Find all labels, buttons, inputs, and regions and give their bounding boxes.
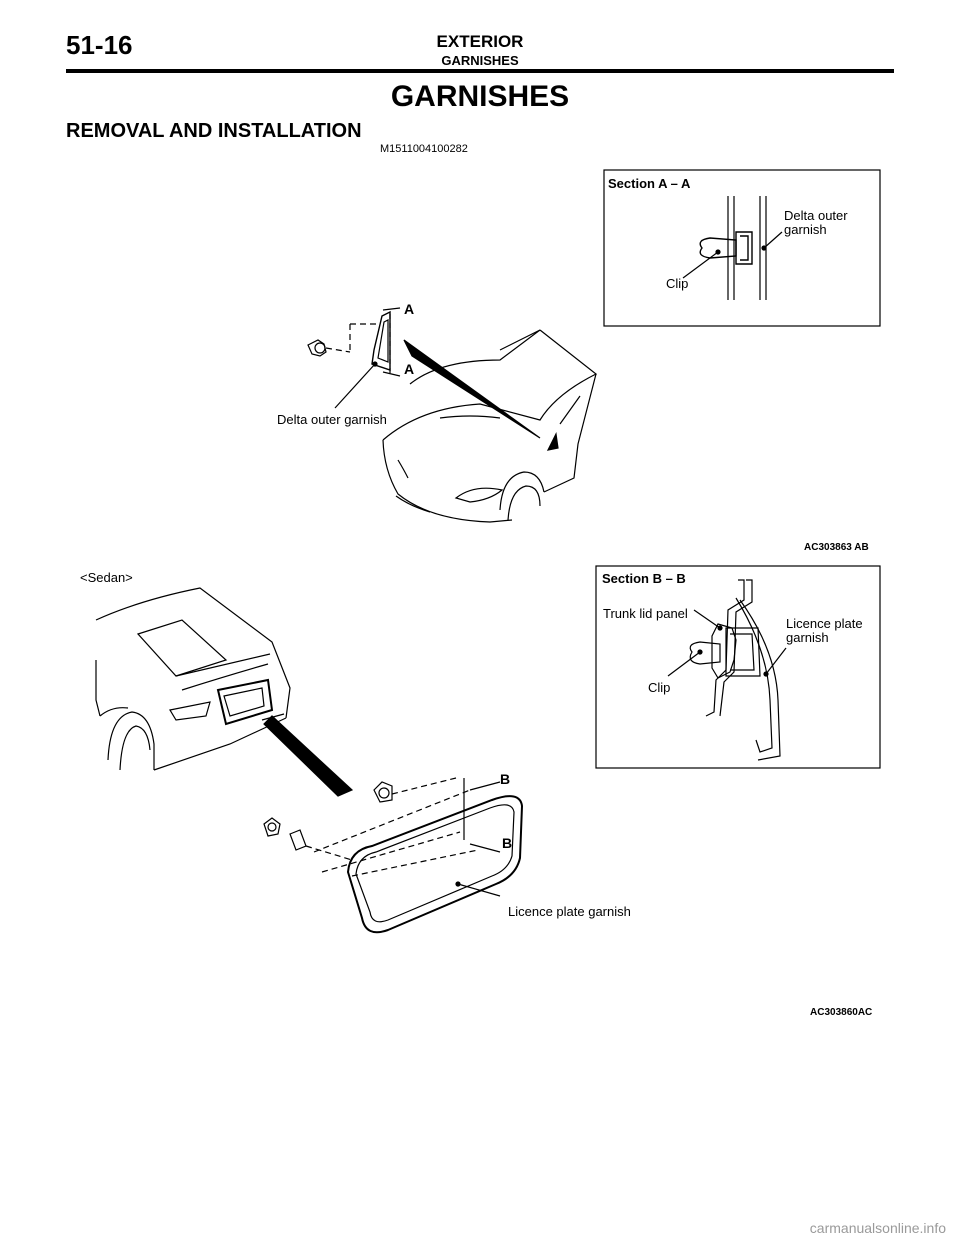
section-b-marker-bottom: B [502, 835, 512, 851]
figure-1 [307, 169, 881, 523]
figure-2-code: AC303860AC [810, 1007, 872, 1018]
section-a-garnish-label-2: garnish [784, 222, 827, 237]
section-b-detail [595, 565, 881, 769]
section-b-marker-top: B [500, 771, 510, 787]
section-title: EXTERIOR [436, 32, 524, 51]
delta-garnish-label: Delta outer garnish [277, 412, 387, 427]
page-number: 51-16 [66, 30, 133, 60]
car-front-view [382, 329, 598, 523]
section-a-detail [603, 169, 881, 327]
pointer-wedge-2 [263, 715, 354, 797]
section-b-title: Section B – B [602, 571, 686, 586]
section-a-marker-top: A [404, 301, 414, 317]
page-title: GARNISHES [390, 80, 570, 113]
trunk-lid-label: Trunk lid panel [603, 606, 688, 621]
licence-garnish-parts [263, 777, 524, 934]
procedure-title: REMOVAL AND INSTALLATION [66, 120, 362, 142]
car-rear-view [95, 587, 291, 771]
licence-garnish-label: Licence plate garnish [508, 904, 631, 919]
section-b-clip-label: Clip [648, 680, 670, 695]
section-a-marker-bottom: A [404, 361, 414, 377]
section-b-garnish-label-2: garnish [786, 630, 829, 645]
figure-1-code: AC303863 AB [804, 542, 869, 553]
figure-2 [95, 565, 881, 934]
section-a-garnish-label-1: Delta outer [784, 208, 848, 223]
watermark: carmanualsonline.info [809, 1220, 946, 1236]
sedan-variant-label: <Sedan> [80, 570, 133, 585]
subsection-title: GARNISHES [441, 53, 519, 68]
section-b-garnish-label-1: Licence plate [786, 616, 863, 631]
procedure-code: M1511004100282 [380, 143, 468, 155]
pointer-wedge-1 [403, 339, 541, 439]
header-rule [66, 69, 894, 73]
section-a-clip-label: Clip [666, 276, 688, 291]
figure-1-labels: Section A – A Delta outer garnish Clip A… [277, 176, 869, 553]
figure-2-labels: <Sedan> Section B – B Trunk lid panel Li… [80, 570, 872, 1018]
delta-garnish-parts [307, 307, 401, 409]
section-a-title: Section A – A [608, 176, 691, 191]
